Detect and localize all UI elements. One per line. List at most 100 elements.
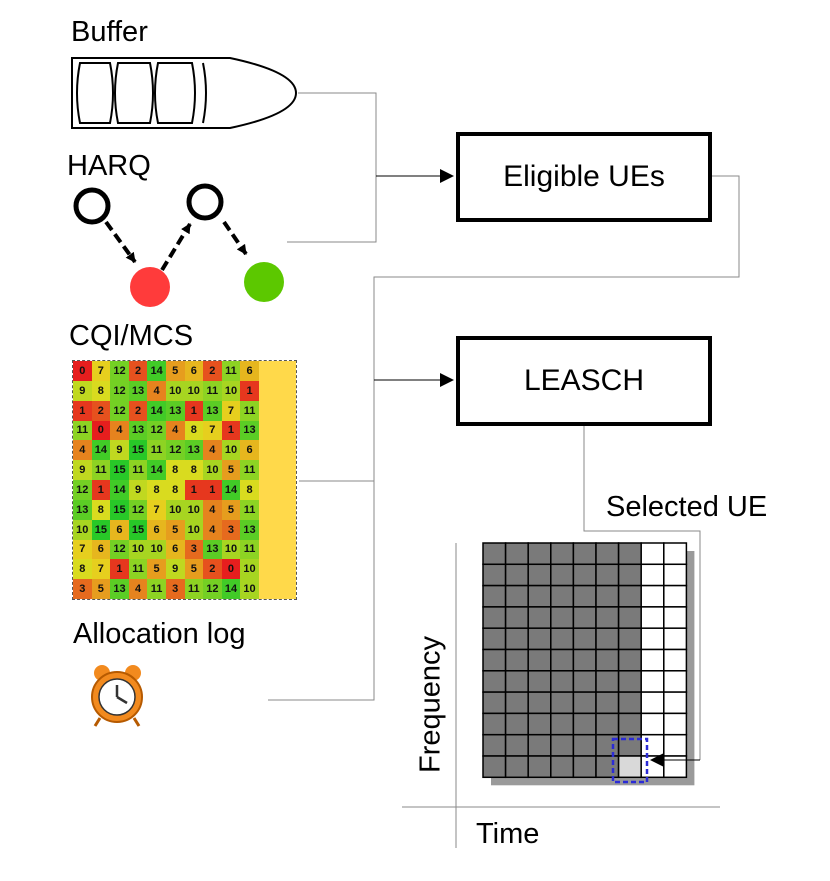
cqi-cell: 4 <box>165 420 185 441</box>
cqi-cell: 10 <box>184 499 204 520</box>
cqi-cell: 7 <box>203 420 222 441</box>
cqi-cell <box>258 499 278 520</box>
resource-block <box>504 606 529 629</box>
cqi-cell <box>258 361 278 381</box>
cqi-cell: 13 <box>203 400 222 421</box>
cqi-cell: 6 <box>110 519 129 540</box>
allocation-log-label: Allocation log <box>73 618 246 650</box>
selected-resource-outline <box>611 737 649 784</box>
resource-block <box>550 755 575 779</box>
cqi-cell: 11 <box>240 539 259 560</box>
cqi-cell: 9 <box>165 559 185 580</box>
leasch-box: LEASCH <box>456 336 712 426</box>
resource-block <box>663 563 688 587</box>
cqi-cell: 6 <box>165 539 185 560</box>
resource-block <box>663 712 688 736</box>
resource-block <box>527 584 552 608</box>
cqi-cell: 6 <box>184 361 204 381</box>
cqi-cell: 10 <box>165 499 185 520</box>
cqi-cell: 11 <box>128 559 148 580</box>
resource-block <box>595 563 620 587</box>
cqi-cell: 9 <box>128 480 148 500</box>
cqi-cell: 2 <box>128 400 148 421</box>
cqi-cell: 1 <box>221 420 241 441</box>
cqi-cell: 12 <box>110 539 129 560</box>
resource-block <box>504 584 529 608</box>
resource-block <box>663 670 688 693</box>
resource-block <box>550 733 575 757</box>
cqi-cell: 5 <box>147 559 166 580</box>
harq-label: HARQ <box>67 150 151 182</box>
cqi-cell: 1 <box>73 400 92 421</box>
resource-block <box>572 542 597 566</box>
cqi-cell: 11 <box>73 420 92 441</box>
selected-ue-label: Selected UE <box>606 491 768 523</box>
cqi-cell: 8 <box>184 420 204 441</box>
resource-block <box>617 691 642 715</box>
resource-block <box>482 691 507 715</box>
cqi-cell: 14 <box>221 579 241 599</box>
cqi-cell <box>277 499 296 520</box>
resource-block <box>527 648 552 672</box>
resource-block <box>595 691 620 715</box>
resource-block <box>550 627 575 651</box>
cqi-cell: 11 <box>147 440 166 461</box>
cqi-mcs-label: CQI/MCS <box>69 320 194 352</box>
resource-block <box>595 712 620 736</box>
cqi-cell: 5 <box>165 361 185 381</box>
resource-block <box>572 670 597 693</box>
cqi-cell <box>258 420 278 441</box>
resource-block <box>550 606 575 629</box>
resource-block <box>482 755 507 779</box>
cqi-cell: 4 <box>128 579 148 599</box>
resource-block <box>640 648 665 672</box>
cqi-cell <box>277 420 296 441</box>
cqi-cell: 13 <box>203 539 222 560</box>
cqi-cell: 2 <box>128 361 148 381</box>
cqi-cell: 11 <box>240 499 259 520</box>
resource-block <box>572 755 597 779</box>
cqi-cell: 12 <box>110 400 129 421</box>
cqi-cell: 3 <box>165 579 185 599</box>
cqi-cell: 12 <box>110 361 129 381</box>
cqi-cell: 14 <box>91 440 111 461</box>
cqi-cell: 14 <box>221 480 241 500</box>
cqi-cell: 3 <box>73 579 92 599</box>
resource-block <box>663 627 688 651</box>
resource-block <box>617 627 642 651</box>
cqi-cell: 13 <box>73 499 92 520</box>
cqi-cell: 7 <box>221 400 241 421</box>
resource-block <box>504 733 529 757</box>
cqi-cell: 7 <box>147 499 166 520</box>
resource-block <box>617 542 642 566</box>
harq-icon <box>73 183 284 307</box>
resource-block <box>572 733 597 757</box>
cqi-cell: 11 <box>221 361 241 381</box>
cqi-cell: 13 <box>240 420 259 441</box>
cqi-cell: 7 <box>91 361 111 381</box>
cqi-cell: 11 <box>240 460 259 480</box>
cqi-cell: 11 <box>128 460 148 480</box>
cqi-cell <box>277 579 296 599</box>
resource-block <box>663 584 688 608</box>
resource-block <box>617 584 642 608</box>
resource-block <box>527 755 552 779</box>
cqi-cell <box>277 440 296 461</box>
cqi-cell: 8 <box>147 480 166 500</box>
resource-block <box>663 542 688 566</box>
resource-block <box>550 648 575 672</box>
buffer-label: Buffer <box>71 16 148 48</box>
resource-block <box>595 670 620 693</box>
cqi-cell: 13 <box>240 519 259 540</box>
cqi-cell: 3 <box>221 519 241 540</box>
cqi-cell <box>258 559 278 580</box>
cqi-cell: 4 <box>203 519 222 540</box>
eligible-ues-label: Eligible UEs <box>503 160 665 193</box>
resource-block <box>527 606 552 629</box>
cqi-cell: 4 <box>203 499 222 520</box>
cqi-cell: 1 <box>240 380 259 401</box>
cqi-cell: 5 <box>184 559 204 580</box>
resource-block <box>527 627 552 651</box>
resource-block <box>550 542 575 566</box>
resource-block <box>504 542 529 566</box>
